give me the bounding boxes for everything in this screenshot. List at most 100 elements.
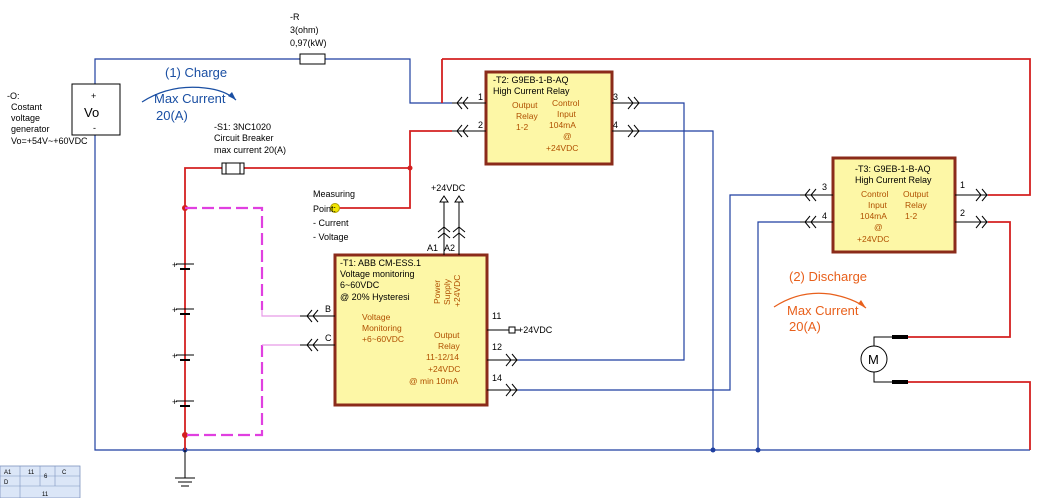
svg-text:Voltage monitoring: Voltage monitoring <box>340 269 415 279</box>
svg-text:A1: A1 <box>4 470 12 476</box>
battery-stack: + + + + <box>172 260 194 407</box>
svg-text:1: 1 <box>478 92 483 102</box>
svg-text:Output: Output <box>512 100 538 110</box>
charge-annotation: (1) Charge Max Current 20(A) <box>141 65 237 123</box>
svg-text:1-2: 1-2 <box>516 122 529 132</box>
svg-text:max current 20(A): max current 20(A) <box>214 145 286 155</box>
svg-text:A1: A1 <box>427 243 438 253</box>
svg-text:Relay: Relay <box>516 111 538 121</box>
svg-text:-T2: G9EB-1-B-AQ: -T2: G9EB-1-B-AQ <box>493 75 569 85</box>
svg-text:+24VDC: +24VDC <box>857 234 889 244</box>
svg-text:+24VDC: +24VDC <box>431 183 466 193</box>
voltage-source: + Vo - <box>71 83 121 136</box>
svg-text:voltage: voltage <box>11 113 40 123</box>
battery-cell: + <box>172 305 194 315</box>
svg-text:Output: Output <box>903 189 929 199</box>
circuit-breaker: -S1: 3NC1020 Circuit Breaker max current… <box>214 122 286 175</box>
svg-text:14: 14 <box>492 373 502 383</box>
relay-t2: -T2: G9EB-1-B-AQ High Current Relay Outp… <box>452 70 640 166</box>
blue-wires <box>94 58 1030 453</box>
svg-text:Vo=+54V~+60VDC: Vo=+54V~+60VDC <box>11 136 88 146</box>
svg-text:C: C <box>325 333 332 343</box>
svg-text:@: @ <box>563 131 572 141</box>
svg-text:Input: Input <box>868 200 888 210</box>
relay-t3: -T3: G9EB-1-B-AQ High Current Relay Cont… <box>800 156 988 254</box>
svg-text:B: B <box>325 304 331 314</box>
svg-text:4: 4 <box>822 211 827 221</box>
svg-text:(1) Charge: (1) Charge <box>165 65 227 80</box>
svg-text:+: + <box>172 397 177 407</box>
source-label: -O: Costant voltage generator Vo=+54V~+6… <box>7 91 88 146</box>
svg-text:Point:: Point: <box>313 204 336 214</box>
svg-text:11: 11 <box>42 492 49 498</box>
svg-text:+24VDC: +24VDC <box>546 143 578 153</box>
svg-text:11-12/14: 11-12/14 <box>426 352 459 362</box>
svg-text:Supply: Supply <box>442 278 452 305</box>
sense-wires <box>185 206 300 437</box>
svg-text:D: D <box>4 480 9 486</box>
svg-text:Output: Output <box>434 330 460 340</box>
svg-text:6~60VDC: 6~60VDC <box>340 280 380 290</box>
svg-text:M: M <box>868 352 879 367</box>
svg-text:Relay: Relay <box>905 200 927 210</box>
svg-text:A2: A2 <box>444 243 455 253</box>
svg-text:3(ohm): 3(ohm) <box>290 25 319 35</box>
svg-text:2: 2 <box>478 120 483 130</box>
svg-text:@ min 10mA: @ min 10mA <box>409 376 459 386</box>
svg-text:Relay: Relay <box>438 341 460 351</box>
svg-text:12: 12 <box>492 342 502 352</box>
svg-text:C: C <box>62 470 67 476</box>
svg-text:@ 20% Hysteresi: @ 20% Hysteresi <box>340 292 410 302</box>
svg-text:+6~60VDC: +6~60VDC <box>362 334 404 344</box>
svg-text:Circuit Breaker: Circuit Breaker <box>214 133 274 143</box>
battery-cell: + <box>172 397 194 407</box>
svg-text:20(A): 20(A) <box>789 319 821 334</box>
svg-text:Max Current: Max Current <box>787 303 859 318</box>
svg-text:Monitoring: Monitoring <box>362 323 402 333</box>
measuring-point: Measuring Point: - Current - Voltage <box>313 189 355 242</box>
svg-text:6: 6 <box>44 474 48 480</box>
svg-text:11: 11 <box>492 311 501 321</box>
motor: M <box>860 335 908 384</box>
battery-cell: + <box>172 351 194 361</box>
svg-text:104mA: 104mA <box>549 120 576 130</box>
svg-text:-O:: -O: <box>7 91 20 101</box>
svg-text:Power: Power <box>432 280 442 304</box>
svg-text:104mA: 104mA <box>860 211 887 221</box>
svg-text:11: 11 <box>28 470 35 476</box>
svg-text:-T1: ABB CM-ESS.1: -T1: ABB CM-ESS.1 <box>340 258 421 268</box>
svg-text:Control: Control <box>861 189 889 199</box>
red-wires <box>182 58 1031 450</box>
svg-text:+24VDC: +24VDC <box>518 325 553 335</box>
svg-text:-T3: G9EB-1-B-AQ: -T3: G9EB-1-B-AQ <box>855 164 931 174</box>
svg-text:20(A): 20(A) <box>156 108 188 123</box>
svg-text:0,97(kW): 0,97(kW) <box>290 38 327 48</box>
svg-text:1-2: 1-2 <box>905 211 918 221</box>
svg-text:+: + <box>172 305 177 315</box>
resistor: -R 3(ohm) 0,97(kW) <box>290 12 327 65</box>
svg-text:4: 4 <box>613 120 618 130</box>
svg-text:-: - <box>93 123 96 133</box>
svg-text:+: + <box>91 91 96 101</box>
svg-text:-R: -R <box>290 12 300 22</box>
svg-text:High Current Relay: High Current Relay <box>855 175 932 185</box>
svg-text:Voltage: Voltage <box>362 312 391 322</box>
svg-text:1: 1 <box>960 180 965 190</box>
svg-text:Input: Input <box>557 109 577 119</box>
svg-text:-S1: 3NC1020: -S1: 3NC1020 <box>214 122 271 132</box>
ground-icon <box>175 450 195 487</box>
svg-text:Costant: Costant <box>11 102 43 112</box>
svg-text:+24VDC: +24VDC <box>428 364 460 374</box>
svg-text:High Current Relay: High Current Relay <box>493 86 570 96</box>
svg-text:generator: generator <box>11 124 50 134</box>
svg-text:Max Current: Max Current <box>154 91 226 106</box>
svg-text:- Voltage: - Voltage <box>313 232 349 242</box>
svg-text:+: + <box>172 351 177 361</box>
legend-table: A1 11 6 C D 11 <box>0 465 81 498</box>
svg-text:Control: Control <box>552 98 580 108</box>
svg-text:(2) Discharge: (2) Discharge <box>789 269 867 284</box>
voltage-monitor-t1: -T1: ABB CM-ESS.1 Voltage monitoring 6~6… <box>300 183 553 407</box>
svg-text:2: 2 <box>960 208 965 218</box>
svg-text:Vo: Vo <box>84 105 99 120</box>
